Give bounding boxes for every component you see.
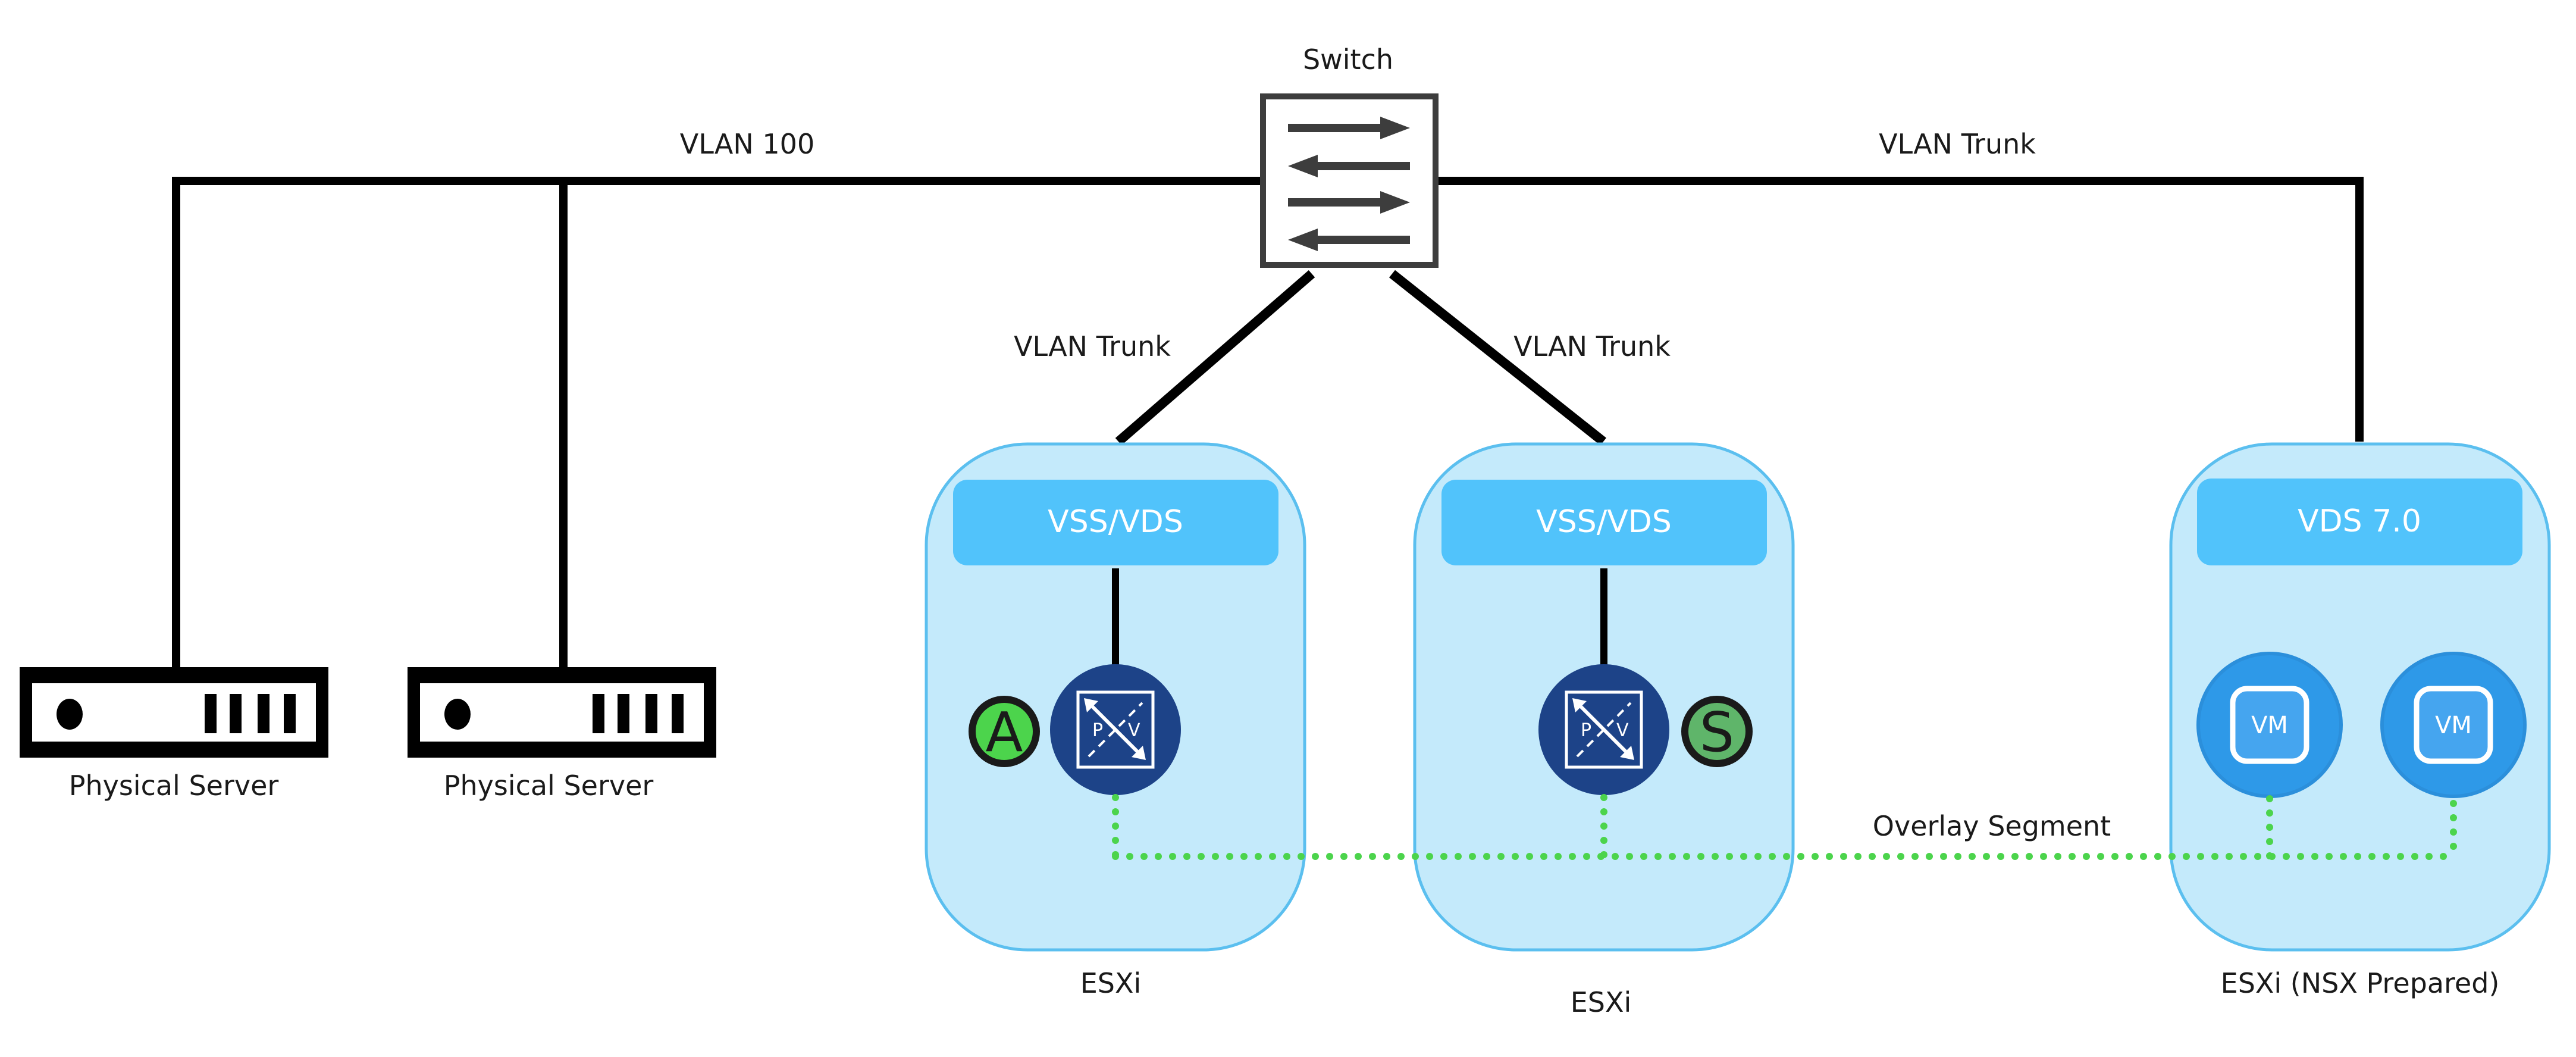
physical-server-1[interactable]: Physical Server <box>20 667 328 802</box>
edge-node[interactable]: P V <box>1538 664 1669 795</box>
vlan-trunk-esxi1-link <box>1115 270 1315 446</box>
pv-v-label: V <box>1616 720 1629 741</box>
active-badge: A <box>969 696 1040 767</box>
vlan100-label: VLAN 100 <box>680 128 814 160</box>
pv-p-label: P <box>1581 720 1591 741</box>
edge-node[interactable]: P V <box>1050 664 1181 795</box>
physical-server-1-label: Physical Server <box>69 770 279 802</box>
vlan100-link <box>172 177 1262 667</box>
vss-vds-label: VSS/VDS <box>1048 504 1183 540</box>
vlan-trunk-esxi2-link <box>1389 270 1606 446</box>
vds-switch[interactable]: VDS 7.0 <box>2197 479 2522 565</box>
overlay-segment-label: Overlay Segment <box>1873 810 2111 842</box>
vm-node-1[interactable]: VM <box>2196 652 2343 798</box>
standby-badge: S <box>1681 696 1753 767</box>
badge-label: A <box>986 701 1023 764</box>
vlan-trunk-esxi1-label: VLAN Trunk <box>1014 330 1171 362</box>
vlan-trunk-esxi2-label: VLAN Trunk <box>1513 330 1671 362</box>
switch-arrows-icon <box>1288 117 1410 251</box>
vss-vds-label: VSS/VDS <box>1536 504 1672 540</box>
vlan-trunk-right-label: VLAN Trunk <box>1879 128 2036 160</box>
badge-label: S <box>1700 701 1734 764</box>
esxi-host-1-label: ESXi <box>1080 967 1142 999</box>
vm-icon <box>2230 686 2309 764</box>
vlan-trunk-right-link <box>1436 177 2364 442</box>
vm-node-2[interactable]: VM <box>2380 652 2527 798</box>
pv-edge-icon: P V <box>1076 690 1155 769</box>
switch-node[interactable] <box>1260 93 1439 268</box>
server-icon <box>20 667 328 758</box>
vds-label: VDS 7.0 <box>2298 504 2421 539</box>
pv-edge-icon: P V <box>1565 690 1643 769</box>
host-container <box>2169 442 2551 952</box>
esxi-host-2[interactable]: VSS/VDS P V S ESXi <box>1413 442 1795 1018</box>
overlay-segment <box>1112 794 2457 860</box>
vss-vds-switch[interactable]: VSS/VDS <box>1441 480 1767 565</box>
physical-server-2[interactable]: Physical Server <box>408 667 716 802</box>
esxi-host-2-label: ESXi <box>1571 986 1632 1018</box>
vm-icon <box>2414 686 2493 764</box>
esxi-host-3[interactable]: VDS 7.0 VM VM ESXi (NSX Prepared) <box>2169 442 2551 999</box>
vss-vds-switch[interactable]: VSS/VDS <box>953 480 1278 565</box>
pv-p-label: P <box>1092 720 1103 741</box>
esxi-host-3-label: ESXi (NSX Prepared) <box>2221 967 2500 999</box>
vm-label: VM <box>2435 712 2472 739</box>
pv-v-label: V <box>1128 720 1140 741</box>
physical-server-2-label: Physical Server <box>444 770 654 802</box>
server-icon <box>408 667 716 758</box>
switch-label: Switch <box>1303 43 1393 76</box>
vm-label: VM <box>2251 712 2288 739</box>
esxi-host-1[interactable]: VSS/VDS P V A ESXi <box>925 442 1306 999</box>
